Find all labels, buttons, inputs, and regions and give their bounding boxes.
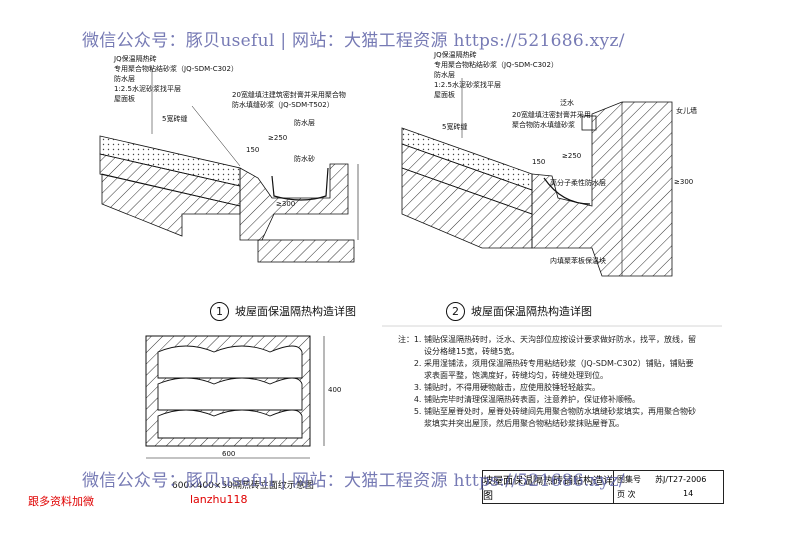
figure1-caption: 1 坡屋面保温隔热构造详图: [210, 302, 356, 321]
fig2-label-screed: 1:2.5水泥砂浆找平层: [434, 81, 501, 89]
page-label: 页 次: [617, 490, 636, 499]
atlas-label: 图集号: [617, 475, 641, 484]
fig2-dim-150: 150: [532, 158, 546, 166]
fig1-label-tile: JQ保温隔热砖: [114, 55, 157, 63]
fig2-label-waterproof: 防水层: [434, 71, 455, 79]
fig1-label-sand: 防水砂: [294, 155, 315, 163]
fig2-label-sealant: 20宽缝填注密封膏并采用: [512, 111, 591, 119]
fig2-label-insulation: 内填聚苯板保温块: [550, 257, 606, 265]
fig1-label-waterproof2: 防水层: [294, 119, 315, 127]
figure3-tile: [145, 335, 325, 459]
overlay-note-left: 跟多资料加微: [28, 495, 94, 508]
note-item: 铺贴至屋脊处时，屋脊处砖缝间先用聚合物防水填缝砂浆填实，再用聚合物砂浆填实并突出…: [424, 406, 698, 430]
figure1-caption-text: 坡屋面保温隔热构造详图: [235, 305, 356, 318]
watermark-bottom: 微信公众号：豚贝useful | 网站：大猫工程资源 https://52168…: [82, 471, 625, 491]
page-number: 14: [683, 489, 694, 498]
fig2-label-joint: 5宽砖缝: [442, 123, 468, 131]
figure1-number: 1: [210, 302, 229, 321]
technical-drawing: [99, 68, 722, 459]
fig2-dim-300: ≥300: [674, 178, 694, 186]
fig2-dim-250: ≥250: [562, 152, 582, 160]
fig1-dim-250: ≥250: [268, 134, 288, 142]
figure2-caption-text: 坡屋面保温隔热构造详图: [471, 305, 592, 318]
fig1-dim-150: 150: [246, 146, 260, 154]
fig1-label-screed: 1:2.5水泥砂浆找平层: [114, 85, 181, 93]
fig1-label-mortar: 专用聚合物粘结砂浆（JQ-SDM-C302）: [114, 65, 238, 73]
note-item: 铺贴时，不得用硬物敲击，应使用胶锤轻轻敲实。: [424, 382, 698, 394]
notes-heading: 注：: [398, 335, 414, 344]
fig1-label-waterproof: 防水层: [114, 75, 135, 83]
note-item: 采用湿铺法，须用保温隔热砖专用粘结砂浆（JQ-SDM-C302）铺贴，铺贴要求表…: [424, 358, 698, 382]
notes-block: 注： 铺贴保温隔热砖时，泛水、天沟部位应按设计要求做好防水，找平，放线，留设分格…: [398, 334, 698, 430]
fig3-dim-width: 600: [222, 450, 236, 458]
fig1-label-joint: 5宽砖缝: [162, 115, 188, 123]
note-item: 铺贴完毕时清理保温隔热砖表面，注意养护，保证修补顺畅。: [424, 394, 698, 406]
fig2-label-tile: JQ保温隔热砖: [434, 51, 477, 59]
fig1-label-sealant: 20宽缝填注建筑密封膏并采用聚合物: [232, 91, 346, 99]
atlas-number: 苏J/T27-2006: [655, 475, 707, 484]
fig3-dim-height: 400: [328, 386, 342, 394]
note-item: 铺贴保温隔热砖时，泛水、天沟部位应按设计要求做好防水，找平，放线，留设分格缝15…: [424, 334, 698, 358]
fig1-label-slab: 屋面板: [114, 95, 135, 103]
figure3-caption: 600×400×50隔热砖立面纹示意图: [172, 481, 314, 491]
fig1-label-grout: 防水填缝砂浆（JQ-SDM-T502）: [232, 101, 334, 109]
figure2-caption: 2 坡屋面保温隔热构造详图: [446, 302, 592, 321]
fig2-label-membrane: 高分子柔性防水层: [550, 179, 606, 187]
fig2-label-mortar: 专用聚合物粘结砂浆（JQ-SDM-C302）: [434, 61, 558, 69]
figure2-number: 2: [446, 302, 465, 321]
fig1-dim-300: ≥300: [276, 200, 296, 208]
fig2-label-parapet: 女儿墙: [676, 107, 697, 115]
title-block: 坡屋面保温隔热砖铺贴构造详图 图集号 苏J/T27-2006 页 次 14: [482, 470, 724, 504]
figure2-roof: [401, 78, 673, 277]
fig2-label-flashing: 泛水: [560, 99, 574, 107]
overlay-note-right: lanzhu118: [190, 493, 248, 506]
watermark-top: 微信公众号：豚贝useful | 网站：大猫工程资源 https://52168…: [82, 31, 625, 51]
fig2-label-grout: 聚合物防水填缝砂浆: [512, 121, 575, 129]
figure1-roof: [99, 68, 359, 263]
fig2-label-slab: 屋面板: [434, 91, 455, 99]
title-block-title: 坡屋面保温隔热砖铺贴构造详图: [483, 471, 614, 503]
drawing-sheet: JQ保温隔热砖 专用聚合物粘结砂浆（JQ-SDM-C302） 防水层 1:2.5…: [62, 18, 738, 512]
